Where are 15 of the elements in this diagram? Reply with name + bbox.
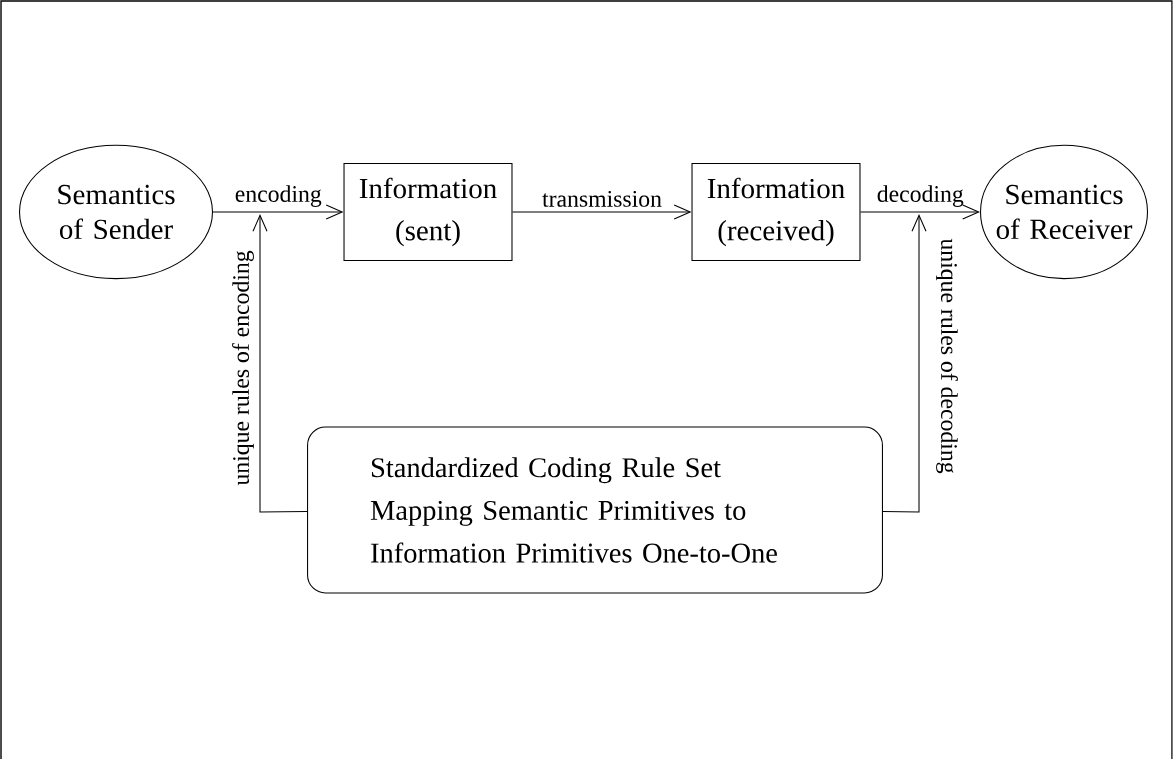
- edge-label: unique rules of encoding: [232, 250, 254, 486]
- arrow: [252, 214, 308, 513]
- edge-label: encoding: [235, 185, 322, 207]
- ellipse-node: Semantics of Receiver: [980, 144, 1148, 280]
- edge-label: transmission: [542, 190, 662, 207]
- edge-label: unique rules of decoding: [936, 238, 958, 474]
- ellipse-node: Semantics of Sender: [19, 144, 213, 280]
- arrow: [882, 214, 927, 513]
- arrow: [512, 204, 692, 220]
- arrow: [212, 204, 344, 220]
- arrow: [860, 204, 980, 220]
- process-box: Information (received): [691, 162, 861, 261]
- process-box: Information (sent): [343, 162, 513, 261]
- edge-label: decoding: [877, 185, 964, 207]
- rule-set-box: Standardized Coding Rule Set Mapping Semantic Primitives to Information Primitives One-to-One: [307, 426, 883, 594]
